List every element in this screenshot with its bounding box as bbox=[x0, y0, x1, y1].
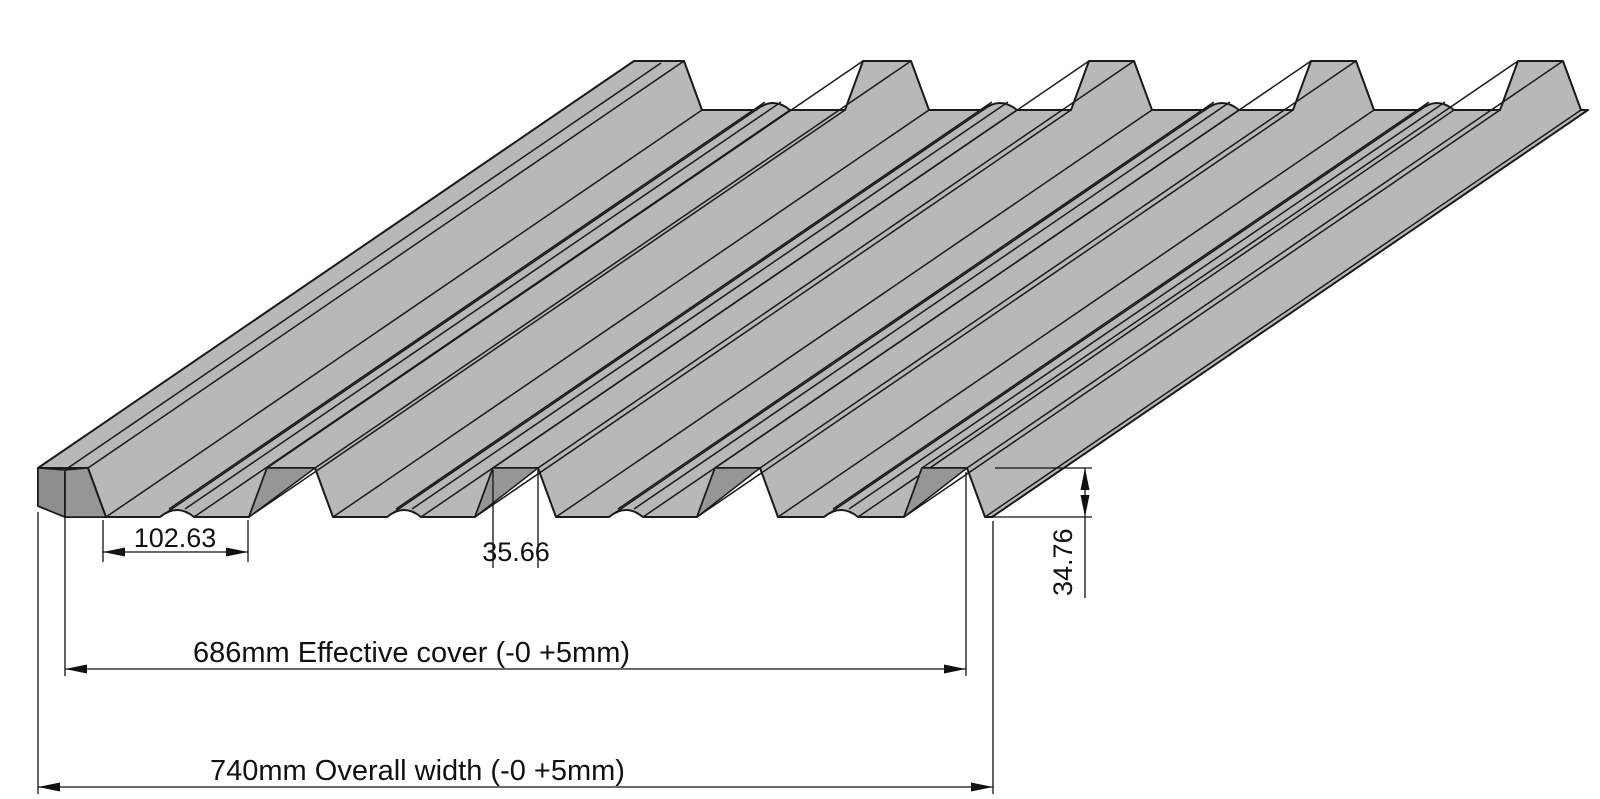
effective-cover-label: 686mm Effective cover (-0 +5mm) bbox=[193, 637, 630, 669]
rib-cut-shadow-faces bbox=[37, 467, 968, 518]
rib3-inner-face bbox=[696, 467, 761, 518]
profile-height-label: 34.76 bbox=[1048, 528, 1078, 596]
left-crest-front-edges bbox=[38, 467, 107, 518]
arrow-left-icon bbox=[103, 547, 125, 557]
arrow-right-icon bbox=[971, 782, 993, 792]
arrow-left-icon bbox=[65, 664, 87, 674]
pan-width-label: 102.63 bbox=[134, 523, 217, 553]
dimension-overall-width: 740mm Overall width (-0 +5mm) bbox=[37, 512, 994, 794]
sheet-body bbox=[37, 60, 1589, 518]
dimensions: 102.63 35.66 34.76 686mm Effective cover… bbox=[37, 467, 1092, 794]
dimension-profile-height: 34.76 bbox=[990, 467, 1092, 598]
arrow-right-icon bbox=[944, 664, 966, 674]
profile-extrusion-lines bbox=[64, 60, 1582, 518]
dimension-effective-cover: 686mm Effective cover (-0 +5mm) bbox=[64, 472, 967, 676]
dimension-rib-top-width: 35.66 bbox=[482, 470, 550, 568]
arrow-up-icon bbox=[1080, 468, 1090, 490]
rib1-inner-face bbox=[248, 467, 316, 518]
arrow-down-icon bbox=[1080, 495, 1090, 517]
arrow-right-icon bbox=[226, 547, 248, 557]
rib2-inner-face bbox=[474, 467, 539, 518]
sheet-silhouette bbox=[37, 60, 1589, 518]
dimension-pan-width: 102.63 bbox=[102, 520, 249, 562]
overall-width-label: 740mm Overall width (-0 +5mm) bbox=[210, 755, 625, 787]
rib4-inner-face bbox=[903, 467, 968, 518]
arrow-left-icon bbox=[38, 782, 60, 792]
left-edge-cut-face bbox=[37, 467, 66, 518]
rib-top-width-label: 35.66 bbox=[482, 537, 550, 567]
